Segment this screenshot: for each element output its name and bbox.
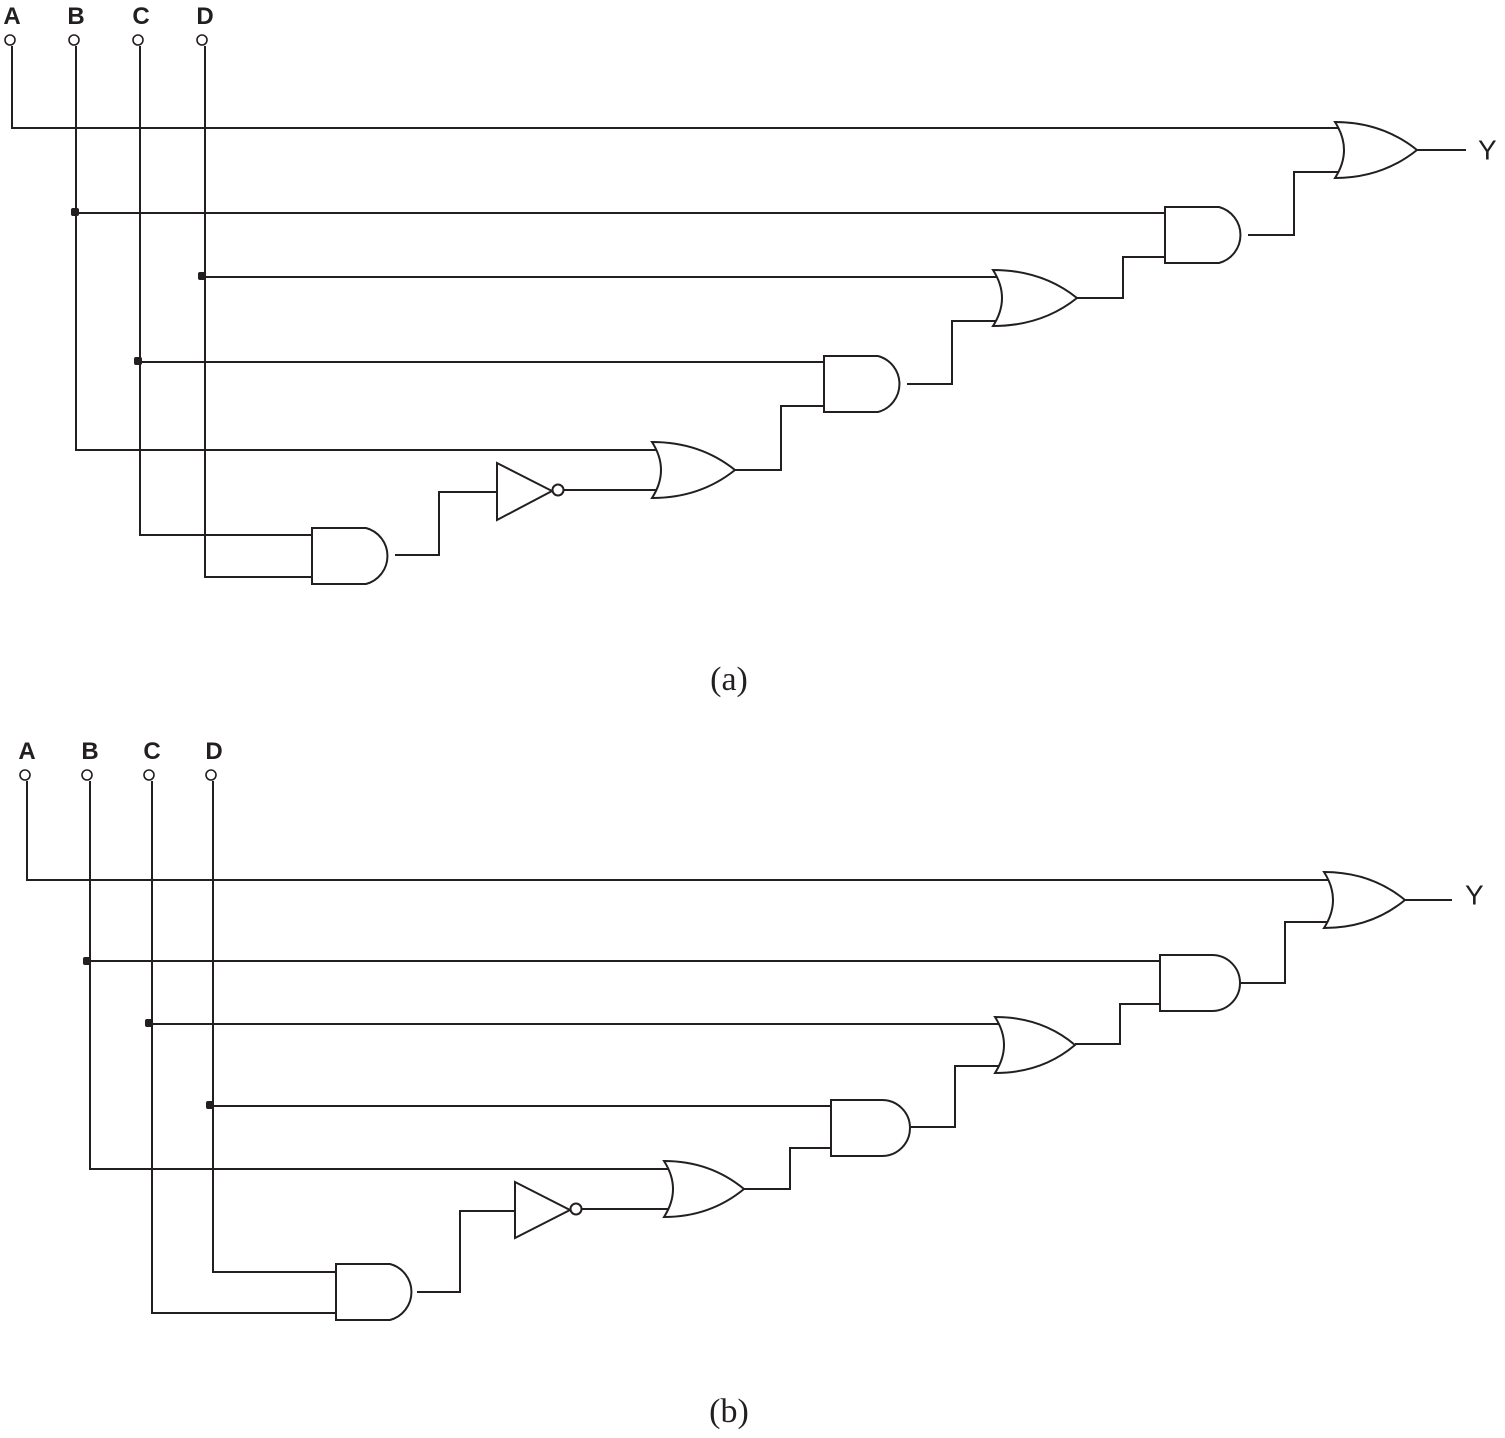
- wire-or2-to-and3: [1077, 256, 1165, 299]
- bus-line-d: [212, 781, 336, 1273]
- input-label-a: A: [18, 738, 35, 765]
- junction-dot: [134, 357, 142, 365]
- junction-dot: [198, 272, 206, 280]
- input-terminal-a: [4, 34, 16, 46]
- and-gate-1: [335, 1263, 413, 1321]
- junction-dot: [71, 208, 79, 216]
- wire-and3-to-or3: [1248, 171, 1342, 236]
- not-gate: [514, 1180, 573, 1240]
- wire-and2-to-or2: [911, 1065, 1001, 1128]
- bus-line-d: [204, 46, 312, 578]
- and-gate-3: [1164, 206, 1242, 264]
- or-gate-2: [991, 268, 1079, 328]
- wire-and3-to-or3: [1240, 921, 1331, 984]
- bus-line-c: [151, 781, 336, 1314]
- wire-and1-to-not: [417, 1210, 515, 1293]
- junction-dot: [145, 1019, 153, 1027]
- input-terminal-b: [68, 34, 80, 46]
- caption-a: (a): [710, 661, 748, 698]
- input-terminal-d: [205, 769, 217, 781]
- wire-or2-to-and3: [1075, 1003, 1160, 1045]
- wire-or1-to-and2: [735, 405, 824, 471]
- circuit-b: A B C D: [18, 738, 1484, 1430]
- or-gate-3: [1322, 870, 1407, 930]
- or-gate-3: [1333, 120, 1419, 180]
- input-label-d: D: [196, 3, 213, 30]
- input-label-d: D: [205, 738, 222, 765]
- and-gate-2: [830, 1099, 911, 1157]
- and-gate-1: [311, 527, 389, 585]
- bus-line-a: [11, 46, 1345, 129]
- not-bubble: [551, 483, 565, 497]
- wire-and1-to-not: [395, 491, 497, 556]
- bus-line-a: [26, 781, 1332, 881]
- input-terminal-b: [81, 769, 93, 781]
- input-terminal-a: [19, 769, 31, 781]
- input-terminal-c: [132, 34, 144, 46]
- output-label-y: Y: [1478, 134, 1497, 165]
- input-label-b: B: [81, 738, 98, 765]
- not-gate: [496, 461, 555, 522]
- input-terminal-c: [143, 769, 155, 781]
- and-gate-3: [1159, 954, 1241, 1012]
- bus-line-c: [139, 46, 312, 536]
- bus-line-b: [89, 781, 668, 1170]
- input-label-a: A: [3, 3, 20, 30]
- input-label-c: C: [143, 738, 160, 765]
- bus-line-b: [75, 46, 660, 451]
- circuit-a: A B C D: [3, 3, 1497, 698]
- junction-dot: [206, 1101, 214, 1109]
- or-gate-1: [650, 440, 737, 500]
- input-terminal-d: [196, 34, 208, 46]
- input-label-b: B: [67, 3, 84, 30]
- not-bubble: [569, 1202, 583, 1216]
- input-label-c: C: [132, 3, 149, 30]
- junction-dot: [83, 957, 91, 965]
- or-gate-2: [993, 1015, 1077, 1075]
- output-label-y: Y: [1465, 879, 1484, 910]
- caption-b: (b): [709, 1393, 749, 1430]
- or-gate-1: [662, 1159, 746, 1219]
- wire-and2-to-or2: [907, 320, 1000, 385]
- and-gate-2: [823, 355, 901, 413]
- wire-or1-to-and2: [744, 1147, 831, 1190]
